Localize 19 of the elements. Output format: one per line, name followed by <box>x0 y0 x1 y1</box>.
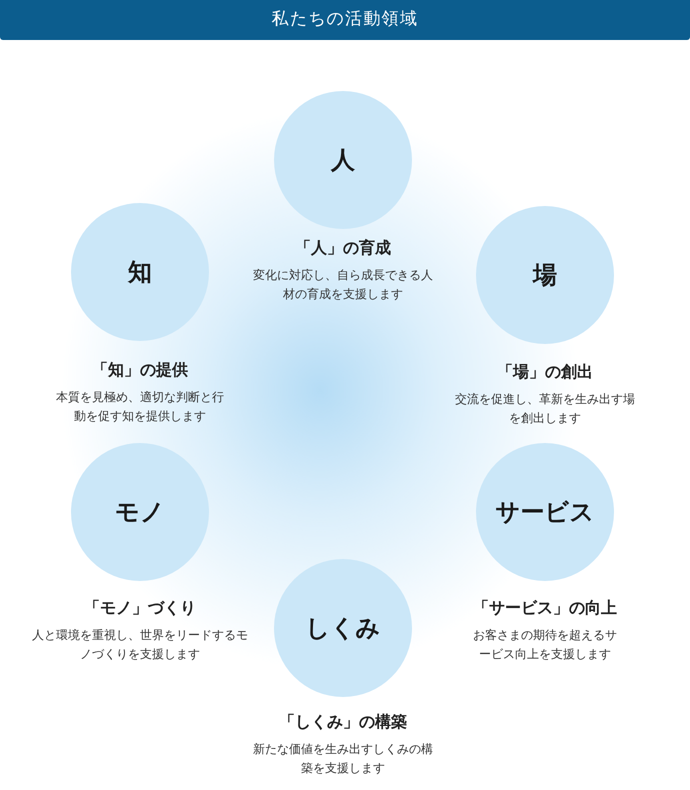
circle-label: 知 <box>128 256 152 288</box>
category-heading: 「知」の提供 <box>92 359 188 381</box>
category-description: 人と環境を重視し、世界をリードするモノづくりを支援します <box>31 627 249 663</box>
category-heading: 「サービス」の向上 <box>473 597 617 619</box>
circle-label: 場 <box>533 259 557 291</box>
category-heading: 「モノ」づくり <box>84 597 196 619</box>
category-description: 本質を見極め、適切な判断と行動を促す知を提供します <box>55 389 225 425</box>
circle-label: サービス <box>496 496 594 528</box>
circle-label: しくみ <box>306 612 380 644</box>
category-description: お客さまの期待を超えるサービス向上を支援します <box>472 627 618 663</box>
category-heading: 「場」の創出 <box>497 361 593 383</box>
circle-label: モノ <box>115 496 165 528</box>
circle-label: 人 <box>331 144 355 176</box>
category-description: 変化に対応し、自ら成長できる人材の育成を支援します <box>252 267 434 303</box>
category-description: 新たな価値を生み出すしくみの構築を支援します <box>252 741 434 777</box>
category-heading: 「しくみ」の構築 <box>279 711 407 733</box>
title-bar: 私たちの活動領域 <box>0 0 690 40</box>
category-heading: 「人」の育成 <box>295 237 391 259</box>
category-description: 交流を促進し、革新を生み出す場を創出します <box>454 391 636 427</box>
